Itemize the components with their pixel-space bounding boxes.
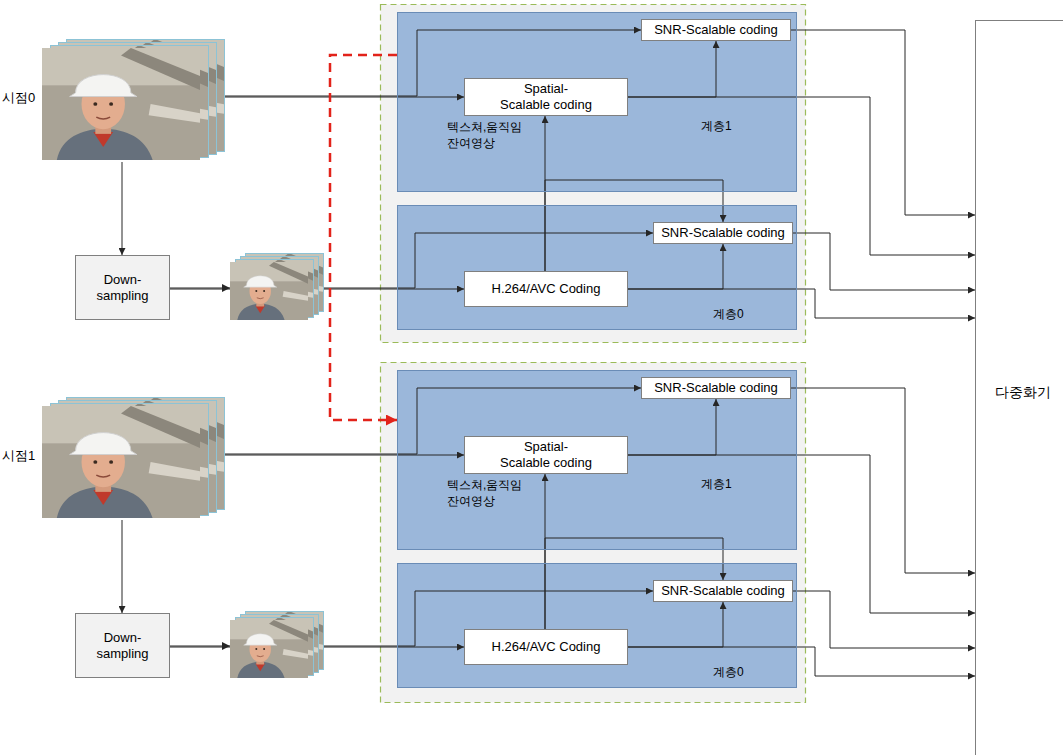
connector-arrow (628, 455, 975, 613)
small-image-stack (230, 253, 324, 320)
label-text: Spatial- Scalable coding (499, 81, 594, 112)
coding-box: SNR-Scalable coding (641, 377, 791, 399)
small-image-stack (230, 611, 324, 678)
label-text: 텍스쳐,움직임 잔여영상 (447, 478, 535, 509)
image-stack (42, 397, 225, 518)
view-image: 시점1 (0, 398, 225, 520)
connector-arrow (791, 30, 975, 215)
label-text: SNR-Scalable coding (654, 380, 778, 396)
label-text: H.264/AVC Coding (492, 639, 601, 655)
connector-arrow (225, 97, 464, 98)
connector-arrow (225, 455, 464, 456)
label-text: Down- sampling (93, 272, 153, 303)
connector-arrow (122, 162, 123, 255)
connector-arrow (628, 97, 975, 255)
label-text: SNR-Scalable coding (654, 22, 778, 38)
image-stack (42, 39, 225, 160)
panel-fill (397, 12, 797, 192)
panel-fill (397, 563, 797, 688)
label-text: 계층0 (713, 307, 744, 323)
video-frame (42, 48, 200, 160)
label-text: 계층1 (701, 119, 732, 135)
label-text: H.264/AVC Coding (492, 281, 601, 297)
connector-arrow (628, 602, 723, 647)
multiplexer-box: 다중화기 (975, 20, 1063, 755)
layer-panel: 계층0 SNR-Scalable codingH.264/AVC Coding (397, 205, 797, 330)
arrow-head (222, 642, 230, 650)
coding-box: Spatial- Scalable coding (464, 78, 628, 116)
coding-box: SNR-Scalable coding (641, 19, 791, 41)
connector-arrow (793, 233, 975, 290)
label-text: Down- sampling (93, 630, 153, 661)
process-box: Down- sampling (75, 255, 170, 320)
coding-box: SNR-Scalable coding (653, 222, 793, 244)
label-text: Spatial- Scalable coding (499, 439, 594, 470)
label-text: 계층0 (713, 665, 744, 681)
coding-box: SNR-Scalable coding (653, 580, 793, 602)
panel-fill (397, 205, 797, 330)
coding-box: H.264/AVC Coding (464, 629, 628, 665)
connector-arrow (791, 388, 975, 573)
view-image: 시점0 (0, 40, 225, 162)
inter-view-arrow (330, 55, 397, 420)
label-text: SNR-Scalable coding (661, 583, 785, 599)
process-box: Down- sampling (75, 613, 170, 678)
label-text: 다중화기 (995, 384, 1051, 401)
layer-panel: 텍스쳐,움직임 잔여영상 계층1 SNR-Scalable codingSpatia… (397, 12, 797, 192)
connector-arrow (628, 244, 723, 289)
video-frame (230, 262, 308, 320)
dashed-group (381, 363, 806, 703)
label-text: 계층1 (701, 477, 732, 493)
panel-fills (397, 12, 797, 688)
video-frame (42, 406, 200, 518)
label-text: 시점0 (2, 90, 35, 106)
panel-fill (397, 370, 797, 550)
coding-box: Spatial- Scalable coding (464, 436, 628, 474)
connector-arrow (628, 399, 716, 455)
connector-arrow (793, 591, 975, 648)
connector-arrow (122, 520, 123, 613)
connector-arrow (628, 41, 716, 97)
label-text: 텍스쳐,움직임 잔여영상 (447, 120, 535, 151)
label-text: SNR-Scalable coding (661, 225, 785, 241)
arrow-head (222, 284, 230, 292)
layer-panel: 텍스쳐,움직임 잔여영상 계층1 SNR-Scalable codingSpatia… (397, 370, 797, 550)
layer-panel: 계층0 SNR-Scalable codingH.264/AVC Coding (397, 563, 797, 688)
dashed-group (381, 5, 806, 343)
connector-arrow (628, 647, 975, 676)
label-text: 시점1 (2, 448, 35, 464)
video-frame (230, 620, 308, 678)
coding-box: H.264/AVC Coding (464, 271, 628, 307)
connector-arrow (628, 289, 975, 318)
